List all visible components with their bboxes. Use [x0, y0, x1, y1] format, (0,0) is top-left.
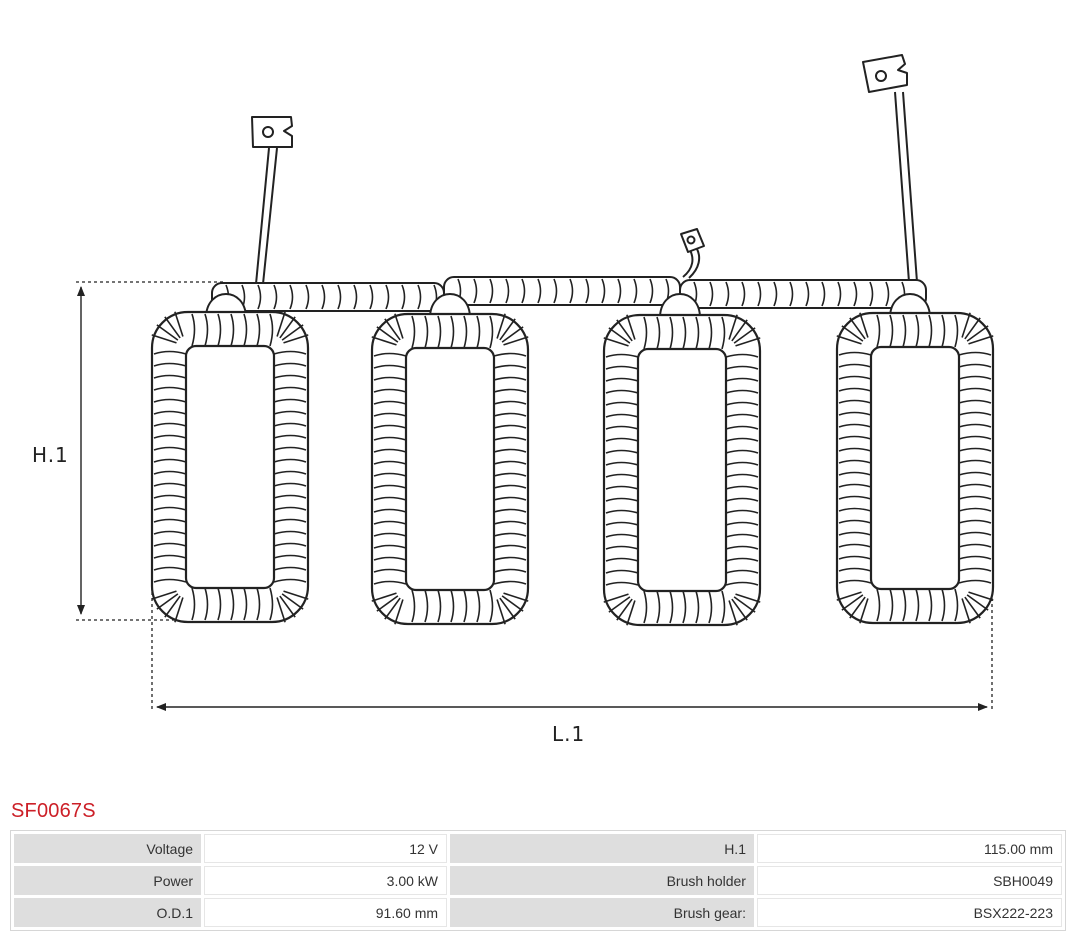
part-code: SF0067S — [11, 800, 96, 822]
spec-label: Brush holder — [450, 866, 754, 895]
coil-window — [404, 346, 496, 592]
terminal-middle — [680, 228, 705, 279]
connection-band — [211, 282, 445, 312]
spec-label: Voltage — [14, 834, 202, 863]
height-dimension-label: H.1 — [32, 443, 69, 467]
spec-row: Voltage 12 V H.1 115.00 mm — [14, 834, 1062, 863]
connection-band — [443, 276, 681, 306]
terminal-leads — [251, 54, 918, 285]
field-coil — [835, 311, 995, 625]
spec-value: BSX222-223 — [756, 898, 1062, 927]
specifications-table: Voltage 12 V H.1 115.00 mm Power 3.00 kW… — [10, 830, 1066, 931]
spec-label: Brush gear: — [450, 898, 754, 927]
field-coil — [602, 313, 762, 627]
spec-value: 115.00 mm — [756, 834, 1062, 863]
terminal-right — [862, 54, 918, 283]
spec-label: Power — [14, 866, 202, 895]
coil-window — [184, 344, 276, 590]
length-dimension-label: L.1 — [552, 722, 585, 746]
field-coils — [150, 310, 995, 627]
field-coil — [150, 310, 310, 624]
coil-window — [869, 345, 961, 591]
spec-value: 12 V — [204, 834, 448, 863]
spec-value: SBH0049 — [756, 866, 1062, 895]
coil-window — [636, 347, 728, 593]
connection-bands — [205, 276, 931, 319]
spec-label: H.1 — [450, 834, 754, 863]
spec-row: Power 3.00 kW Brush holder SBH0049 — [14, 866, 1062, 895]
band-junction — [429, 293, 471, 319]
spec-row: O.D.1 91.60 mm Brush gear: BSX222-223 — [14, 898, 1062, 927]
spec-value: 91.60 mm — [204, 898, 448, 927]
band-junction — [659, 293, 701, 319]
field-coil — [370, 312, 530, 626]
spec-label: O.D.1 — [14, 898, 202, 927]
field-coil-technical-drawing: H.1 L.1 — [32, 54, 995, 746]
terminal-left — [251, 116, 293, 285]
connection-band — [679, 279, 927, 309]
spec-value: 3.00 kW — [204, 866, 448, 895]
dimension-lines — [76, 281, 993, 712]
